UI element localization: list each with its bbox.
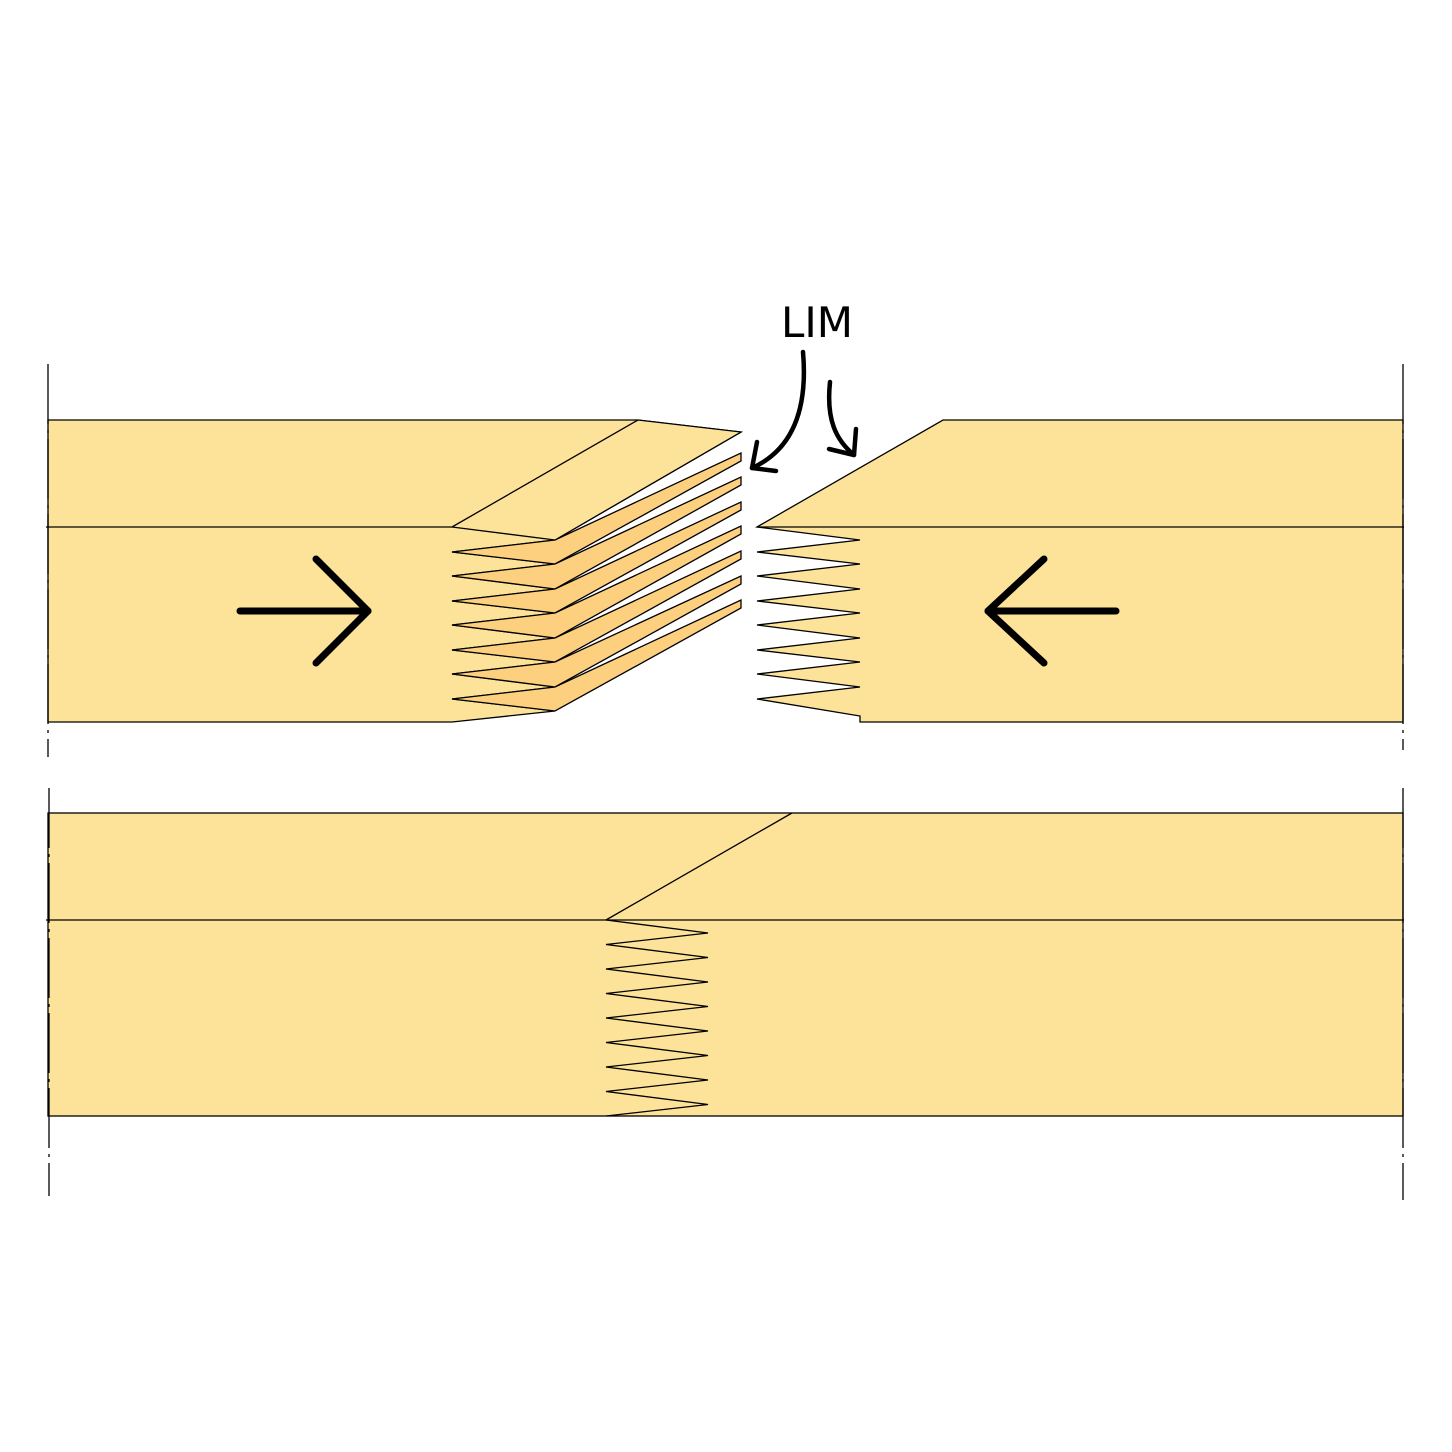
glue-layer xyxy=(451,451,742,565)
glue-layer xyxy=(451,500,742,614)
glue-label: LIM xyxy=(781,298,853,347)
arrow-left-icon xyxy=(984,555,1120,667)
left-top-layer xyxy=(449,419,744,541)
scarf-joint-line xyxy=(605,812,793,921)
finger-joint xyxy=(605,919,709,1117)
glue-layers xyxy=(451,451,742,712)
top-assembly: LIM xyxy=(46,298,1404,757)
curved-arrow-icon xyxy=(749,349,807,474)
glue-layer xyxy=(451,524,742,639)
curved-arrow-icon xyxy=(826,379,859,458)
right-board xyxy=(754,419,1404,723)
glue-layer xyxy=(451,574,742,688)
glue-layer xyxy=(451,475,742,590)
joined-board xyxy=(47,812,1404,1117)
glue-layer xyxy=(451,549,742,663)
arrow-right-icon xyxy=(236,555,372,667)
glue-layer xyxy=(451,598,742,712)
bottom-assembly xyxy=(46,788,1404,1200)
